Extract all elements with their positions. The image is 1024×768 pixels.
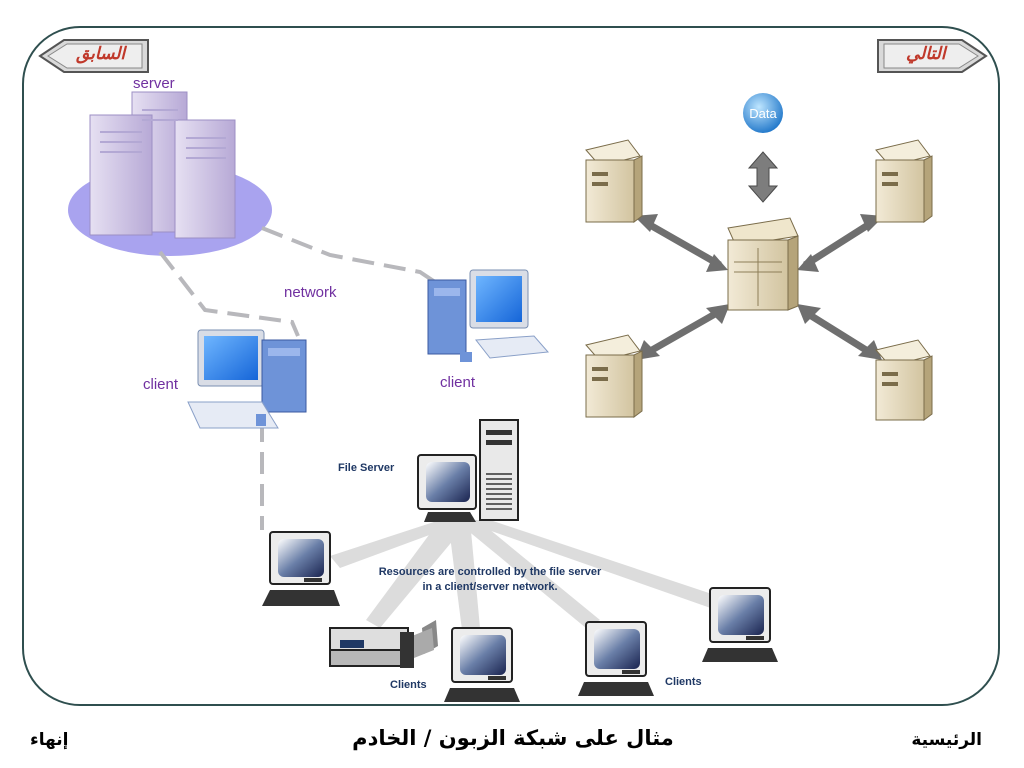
data-label: Data — [749, 106, 777, 121]
next-label: التالي — [906, 44, 946, 64]
server-bottom-left-icon — [585, 334, 643, 418]
slide-title: مثال على شبكة الزبون / الخادم — [352, 726, 674, 750]
server-top-right-icon — [875, 139, 933, 223]
content-frame — [22, 26, 1000, 706]
server-label: server — [133, 75, 175, 92]
prev-button[interactable]: السابق — [38, 38, 150, 74]
exit-link[interactable]: إنهاء — [30, 730, 69, 750]
data-sync-arrow-icon — [747, 151, 779, 203]
printer-icon — [329, 620, 438, 668]
star-arrowheads — [634, 214, 884, 360]
home-link[interactable]: الرئيسية — [911, 730, 982, 750]
client-right-label: client — [440, 374, 476, 391]
caption-line-1: Resources are controlled by the file ser… — [379, 566, 602, 578]
client-left-computer-icon — [187, 329, 307, 429]
caption-line-2: in a client/server network. — [422, 581, 557, 593]
next-button[interactable]: التالي — [876, 38, 988, 74]
next-arrow-icon — [877, 39, 988, 73]
server-bottom-right-icon — [875, 339, 933, 421]
server-cluster — [68, 91, 272, 256]
prev-arrow-icon — [38, 39, 149, 73]
prev-label: السابق — [76, 44, 126, 64]
clients-right-label: Clients — [665, 676, 702, 688]
client-terminal-1-icon — [262, 531, 340, 606]
server-top-left-icon — [585, 139, 643, 223]
network-links — [158, 226, 437, 530]
data-icon — [743, 93, 783, 133]
resource-rays — [330, 520, 730, 630]
file-server-icon — [417, 419, 519, 522]
server-tower-icon — [89, 91, 236, 239]
clients-left-label: Clients — [390, 679, 427, 691]
client-left-label: client — [143, 376, 179, 393]
file-server-label: File Server — [338, 462, 395, 474]
client-terminal-2-icon — [444, 627, 520, 702]
client-terminal-4-icon — [702, 587, 778, 662]
central-server-icon — [727, 217, 799, 311]
network-label: network — [284, 284, 337, 301]
star-arrows — [648, 221, 870, 354]
client-right-computer-icon — [427, 269, 550, 362]
client-terminal-3-icon — [578, 621, 654, 696]
